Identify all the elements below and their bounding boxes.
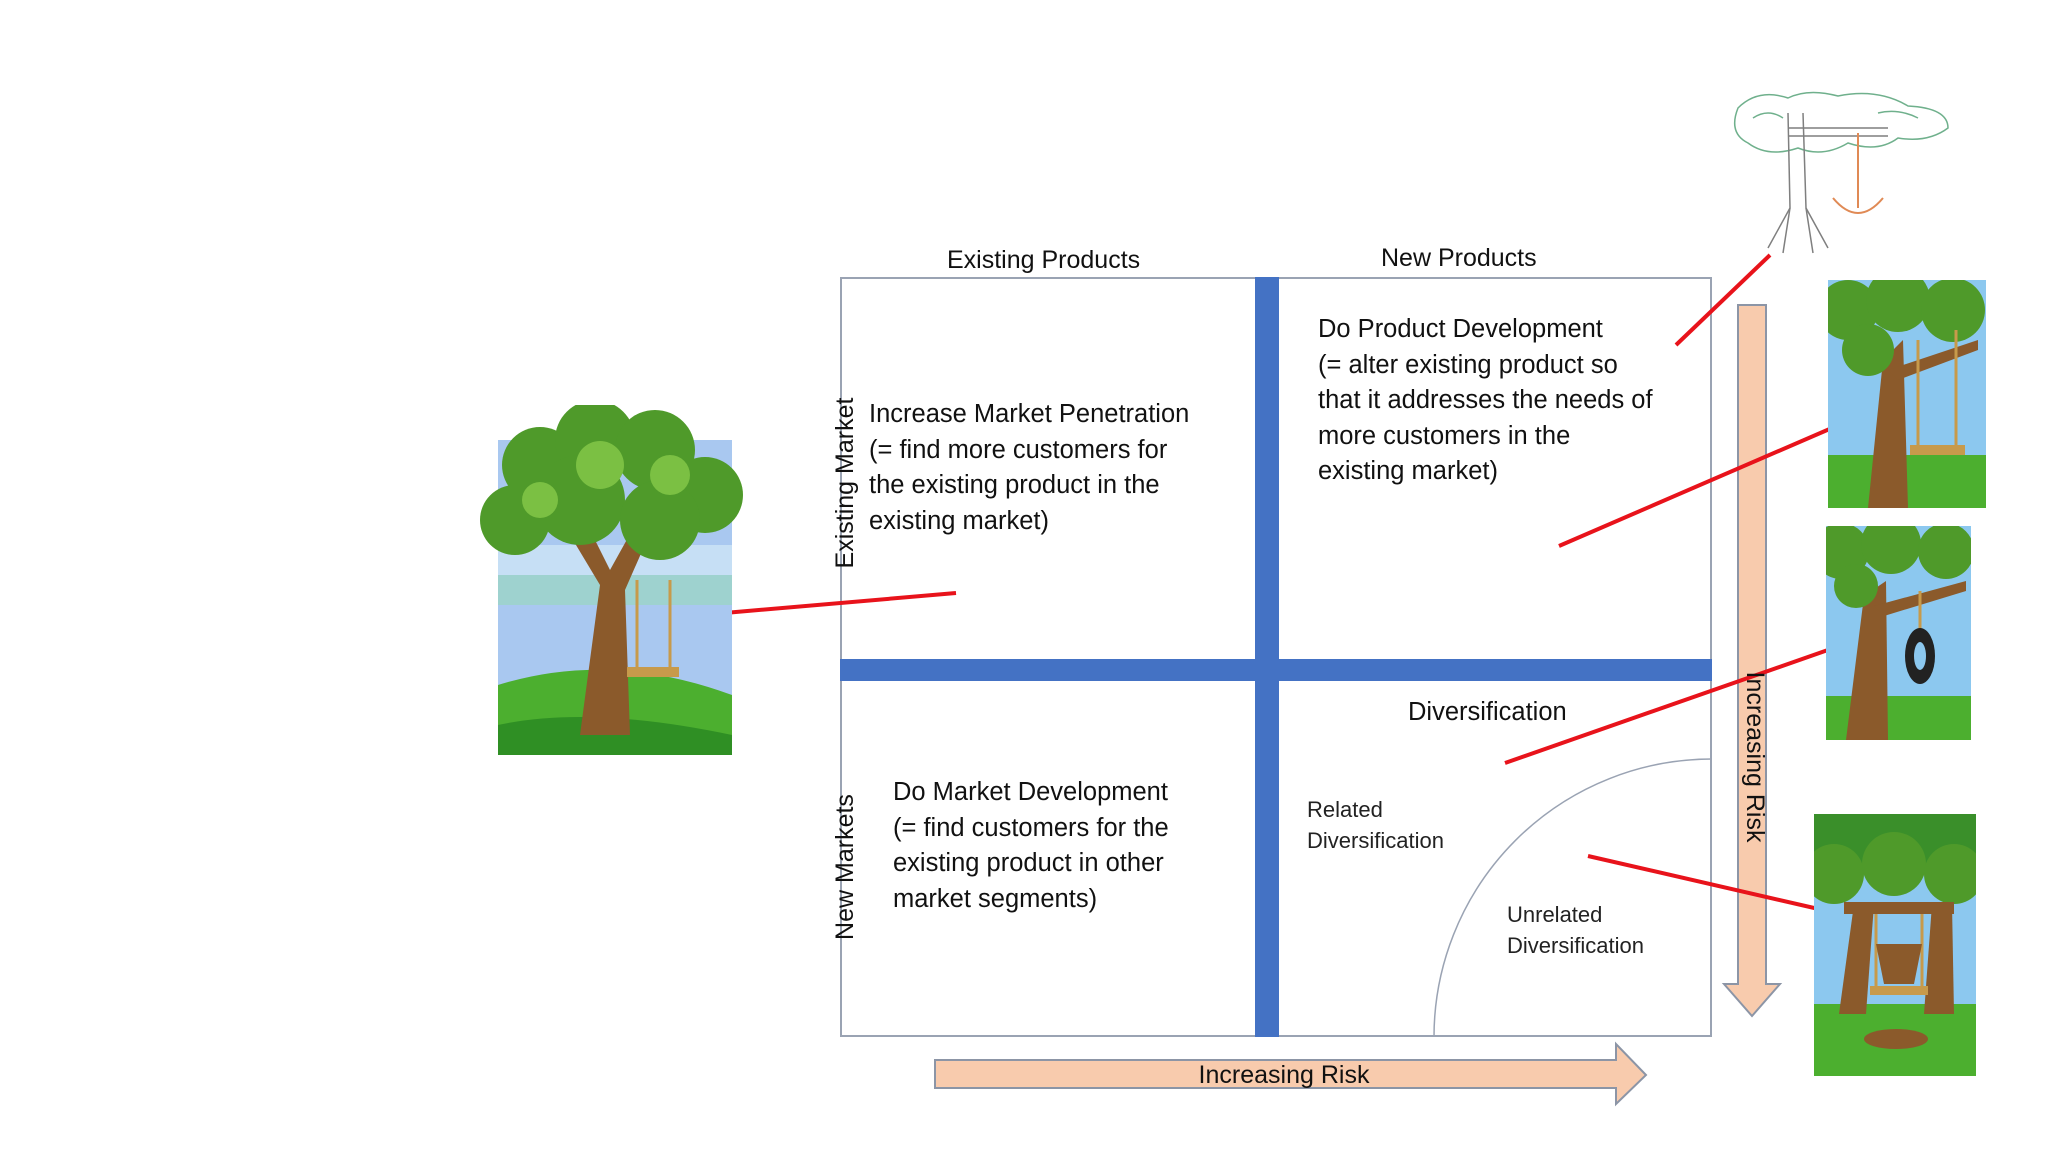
cell-line: Unrelated — [1507, 902, 1603, 927]
cell-line: existing market) — [1318, 457, 1498, 485]
cell-line: Do Product Development — [1318, 315, 1603, 343]
cell-line: existing market) — [869, 506, 1049, 535]
cell-line: Diversification — [1307, 828, 1444, 853]
vertical-divider — [1255, 277, 1279, 1037]
cell-line: Diversification — [1507, 933, 1644, 958]
cell-product-development: Do Product Development (= alter existing… — [1318, 312, 1653, 490]
connector-line — [1558, 416, 1856, 548]
cell-line: Related — [1307, 797, 1383, 822]
horizontal-divider — [840, 659, 1712, 681]
cell-line: (= find more customers for — [869, 435, 1168, 464]
horizontal-risk-arrow — [934, 1041, 1648, 1107]
diversification-arc — [1433, 758, 1713, 1038]
cell-diversification-title: Diversification — [1408, 698, 1567, 726]
tree-board-swing-icon — [1828, 280, 1986, 508]
cell-line: Increase Market Penetration — [869, 400, 1190, 428]
cell-line: (= alter existing product so — [1318, 350, 1618, 379]
vertical-risk-label: Increasing Risk — [1741, 671, 1769, 843]
tree-cut-trunk-swing-icon — [1814, 814, 1976, 1076]
cell-market-penetration: Increase Market Penetration (= find more… — [869, 397, 1189, 539]
column-head-new-products: New Products — [1381, 244, 1537, 272]
horizontal-risk-label: Increasing Risk — [1198, 1061, 1370, 1089]
tree-tire-swing-icon — [1826, 526, 1971, 740]
cell-line: more customers in the — [1318, 421, 1571, 450]
cell-line: (= find customers for the — [893, 813, 1169, 842]
connector-line — [1674, 253, 1772, 347]
related-diversification-label: Related Diversification — [1307, 794, 1444, 856]
cell-market-development: Do Market Development (= find customers … — [893, 775, 1169, 917]
vertical-risk-arrow — [1721, 304, 1783, 1018]
cell-line: existing product in other — [893, 849, 1164, 877]
cell-line: market segments) — [893, 884, 1098, 913]
cell-line: the existing product in the — [869, 471, 1160, 499]
tree-sketch-icon — [1733, 91, 1949, 254]
unrelated-diversification-label: Unrelated Diversification — [1507, 899, 1644, 961]
connector-line — [1587, 854, 1837, 915]
connector-line — [712, 591, 957, 616]
column-head-existing-products: Existing Products — [947, 246, 1141, 274]
tree-swing-icon — [480, 405, 743, 755]
cell-line: Do Market Development — [893, 778, 1168, 806]
connector-line — [1504, 642, 1846, 765]
cell-line: that it addresses the needs of — [1318, 386, 1653, 414]
